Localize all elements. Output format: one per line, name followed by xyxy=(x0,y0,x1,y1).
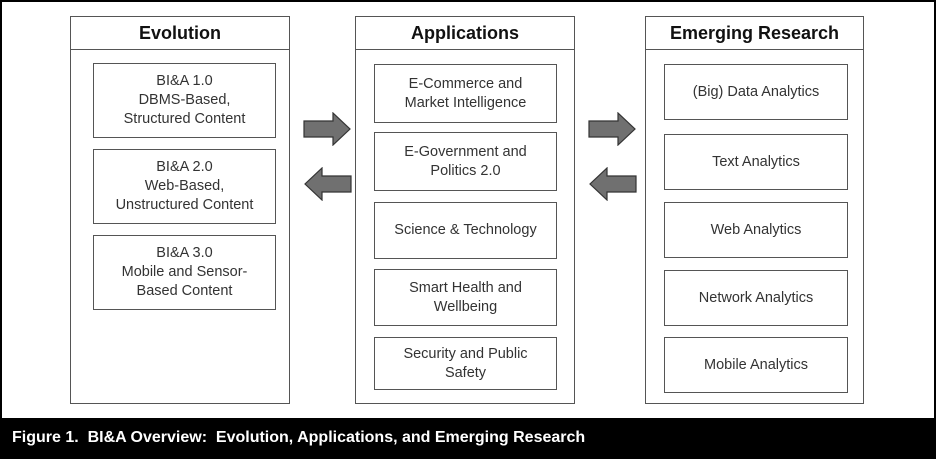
application-item-science: Science & Technology xyxy=(374,202,557,259)
arrow-right-icon xyxy=(303,112,351,146)
evolution-item-bia-3: BI&A 3.0 Mobile and Sensor- Based Conten… xyxy=(93,235,276,310)
evolution-title: Evolution xyxy=(71,17,289,50)
application-item-egovernment: E-Government and Politics 2.0 xyxy=(374,132,557,191)
application-item-ecommerce: E-Commerce and Market Intelligence xyxy=(374,64,557,123)
arrow-right-icon xyxy=(588,112,636,146)
research-item-web: Web Analytics xyxy=(664,202,848,258)
application-item-security: Security and Public Safety xyxy=(374,337,557,390)
application-item-health: Smart Health and Wellbeing xyxy=(374,269,557,326)
research-item-mobile: Mobile Analytics xyxy=(664,337,848,393)
research-column: Emerging Research (Big) Data Analytics T… xyxy=(645,16,864,404)
arrow-left-icon xyxy=(589,167,637,201)
evolution-column: Evolution BI&A 1.0 DBMS-Based, Structure… xyxy=(70,16,290,404)
arrow-left-icon xyxy=(304,167,352,201)
applications-title: Applications xyxy=(356,17,574,50)
research-title: Emerging Research xyxy=(646,17,863,50)
research-item-big-data: (Big) Data Analytics xyxy=(664,64,848,120)
research-item-network: Network Analytics xyxy=(664,270,848,326)
evolution-item-bia-1: BI&A 1.0 DBMS-Based, Structured Content xyxy=(93,63,276,138)
applications-column: Applications E-Commerce and Market Intel… xyxy=(355,16,575,404)
evolution-item-bia-2: BI&A 2.0 Web-Based, Unstructured Content xyxy=(93,149,276,224)
figure-caption: Figure 1. BI&A Overview: Evolution, Appl… xyxy=(2,418,934,457)
research-item-text: Text Analytics xyxy=(664,134,848,190)
